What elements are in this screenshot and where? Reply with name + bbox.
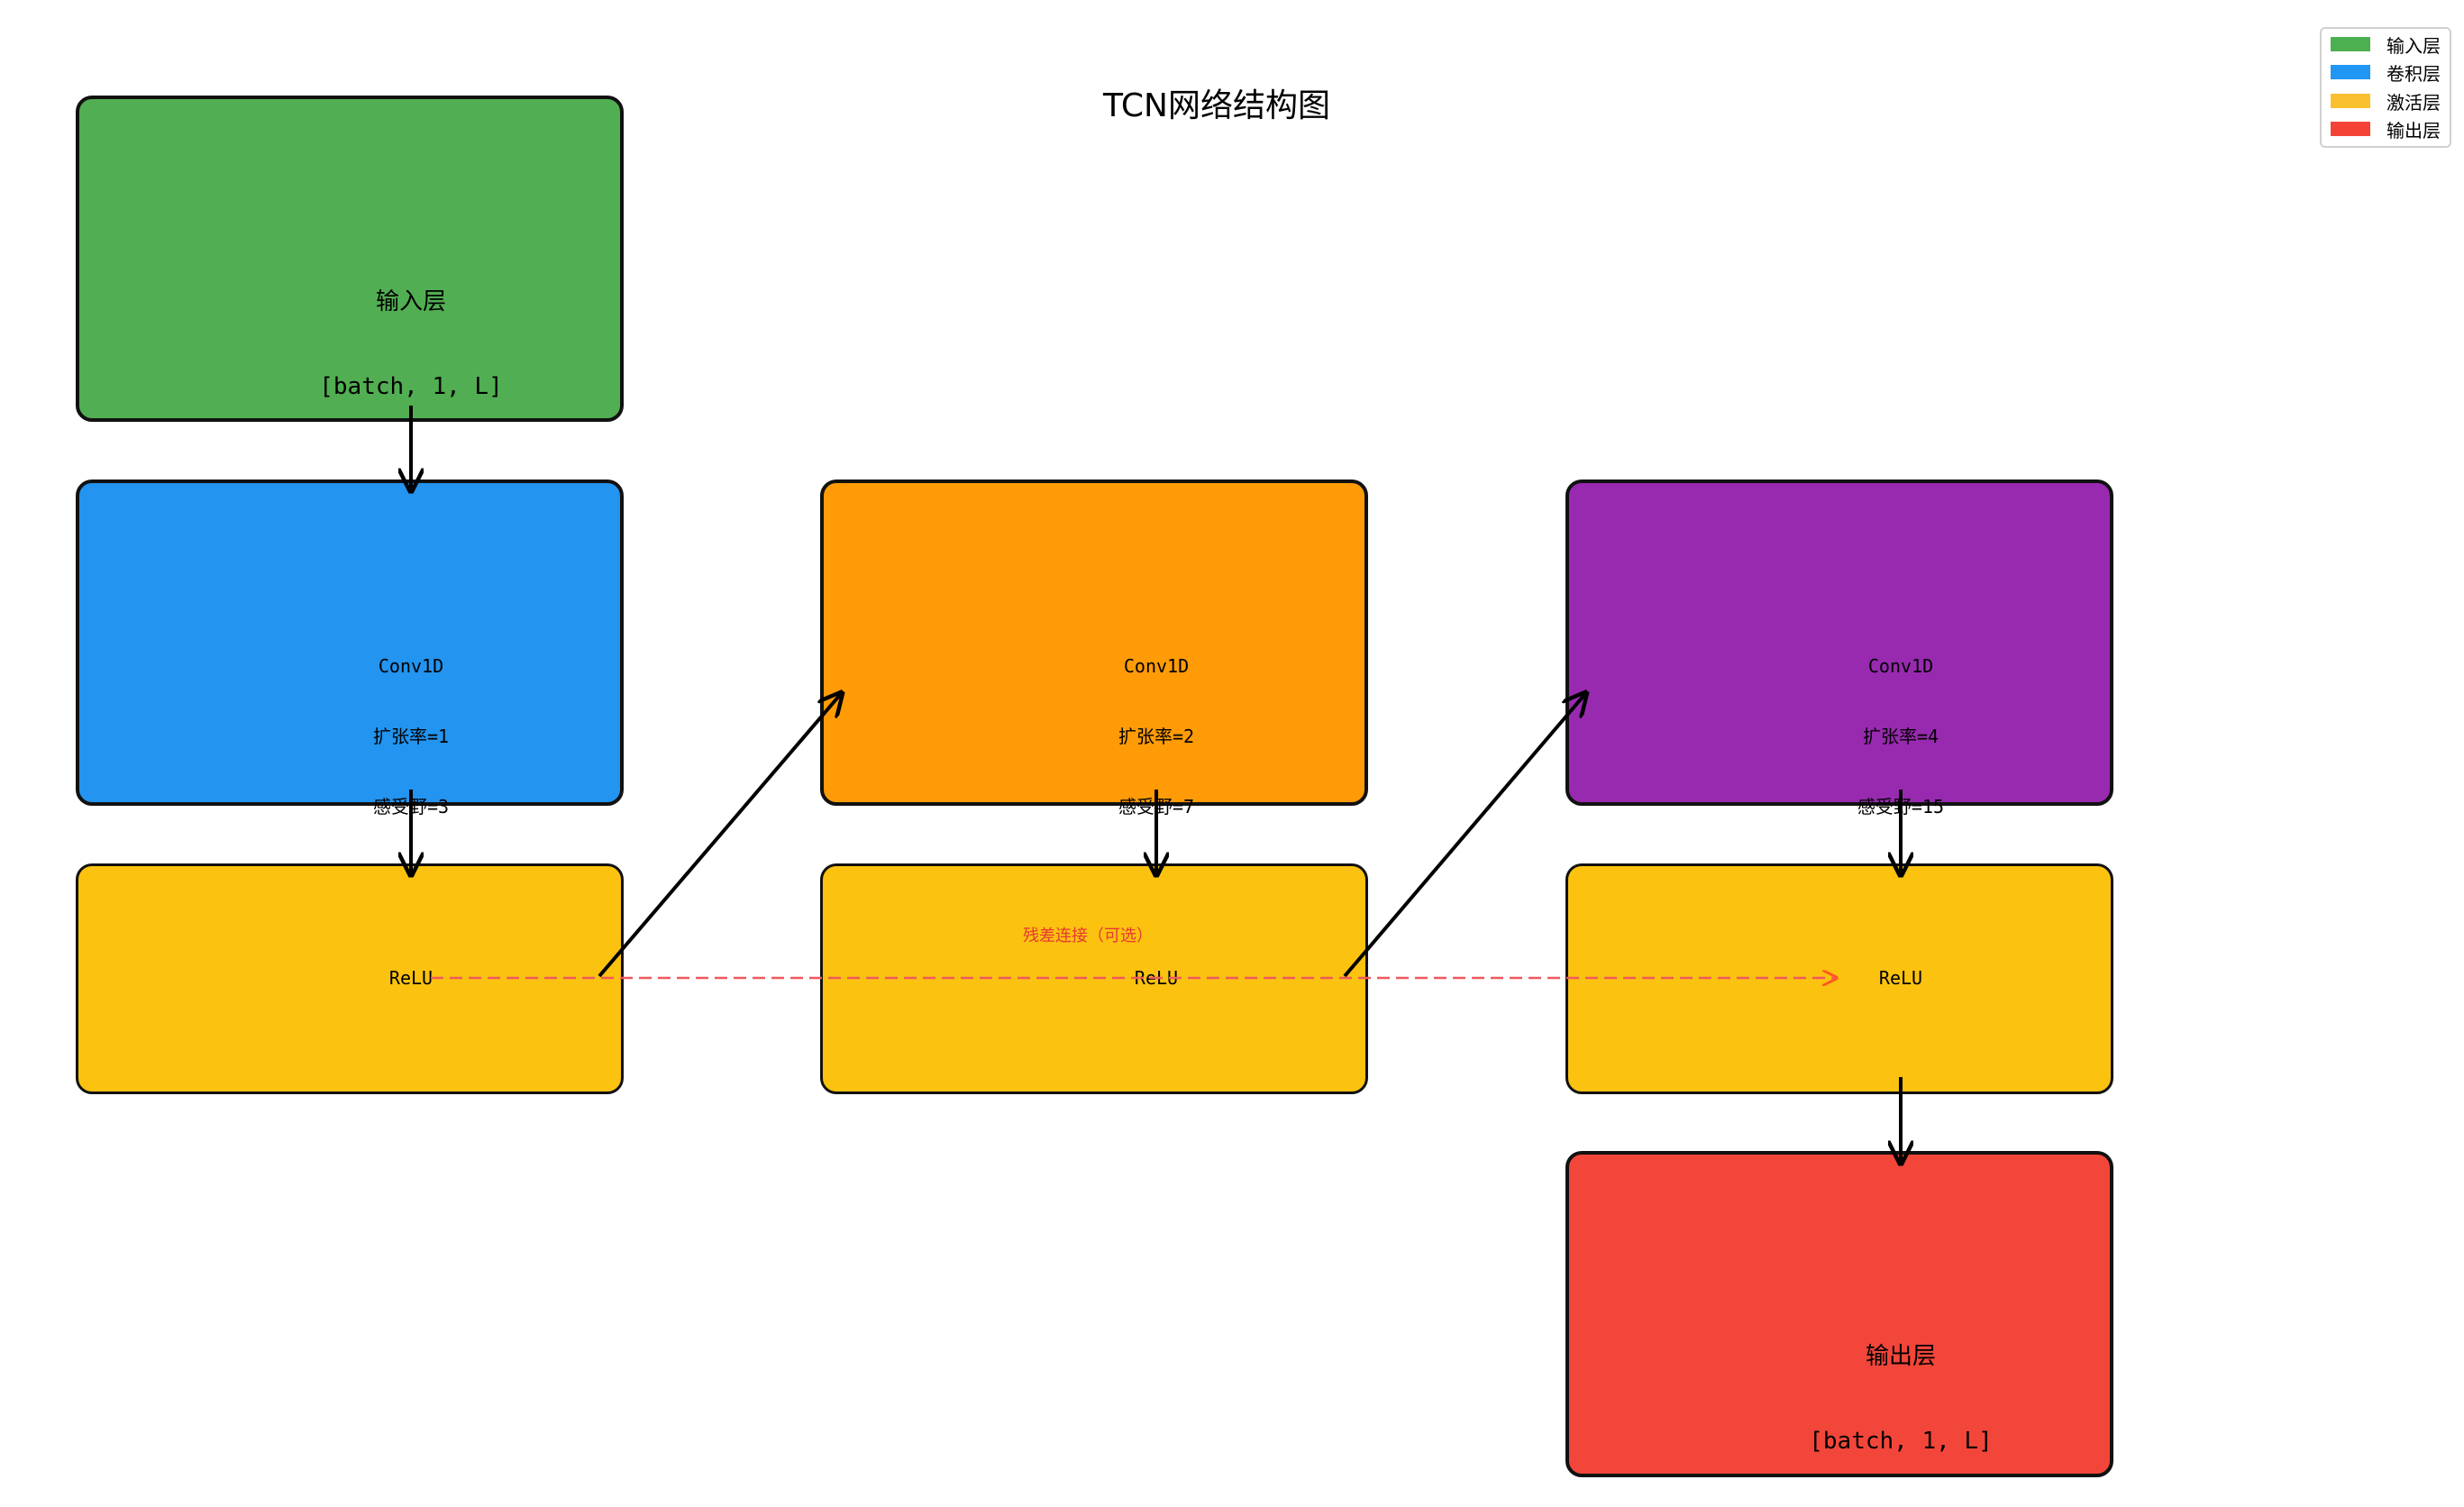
output-layer-title: 输出层: [1865, 1343, 1936, 1371]
diagram-title: TCN网络结构图: [1103, 87, 1330, 124]
legend-item-input: 输入层: [2331, 34, 2441, 57]
conv3-label: Conv1D 扩张率=4 感受野=15: [1766, 607, 2036, 842]
conv2-label: Conv1D 扩张率=2 感受野=7: [1021, 607, 1291, 842]
legend-swatch-output: [2331, 122, 2370, 136]
conv3-dilation: 扩张率=4: [1862, 726, 1939, 747]
input-layer-shape: [batch, 1, L]: [319, 372, 503, 400]
residual-connection-label: 残差连接（可选）: [1023, 927, 1153, 945]
conv3-type: Conv1D: [1867, 655, 1934, 677]
output-layer-label: 输出层 [batch, 1, L]: [1720, 1287, 2081, 1484]
relu1-label: ReLU: [388, 967, 433, 989]
input-layer-label: 输入层 [batch, 1, L]: [231, 233, 591, 429]
legend-swatch-activation: [2331, 94, 2370, 108]
legend: 输入层 卷积层 激活层 输出层: [2320, 27, 2451, 148]
legend-swatch-conv: [2331, 65, 2370, 79]
conv2-box: [820, 480, 1368, 806]
arrow-relu1-to-conv2: [598, 695, 840, 978]
legend-label-input: 输入层: [2386, 34, 2441, 57]
conv1-box: [76, 480, 624, 806]
conv1-type: Conv1D: [378, 655, 444, 677]
legend-swatch-input: [2331, 37, 2370, 51]
legend-item-conv: 卷积层: [2331, 62, 2441, 85]
arrow-relu2-to-conv3: [1343, 695, 1584, 978]
relu3-label: ReLU: [1878, 967, 1923, 989]
conv2-type: Conv1D: [1123, 655, 1190, 677]
legend-item-output: 输出层: [2331, 119, 2441, 142]
legend-label-activation: 激活层: [2386, 91, 2441, 114]
input-layer-box: [76, 96, 624, 422]
relu3-box: [1565, 863, 2113, 1094]
legend-label-output: 输出层: [2386, 119, 2441, 142]
output-layer-shape: [batch, 1, L]: [1809, 1427, 1993, 1455]
input-layer-title: 输入层: [375, 288, 446, 316]
conv1-dilation: 扩张率=1: [372, 726, 450, 747]
legend-item-activation: 激活层: [2331, 91, 2441, 114]
conv2-dilation: 扩张率=2: [1118, 726, 1195, 747]
conv3-box: [1565, 480, 2113, 806]
legend-label-conv: 卷积层: [2386, 62, 2441, 85]
output-layer-box: [1565, 1151, 2113, 1477]
